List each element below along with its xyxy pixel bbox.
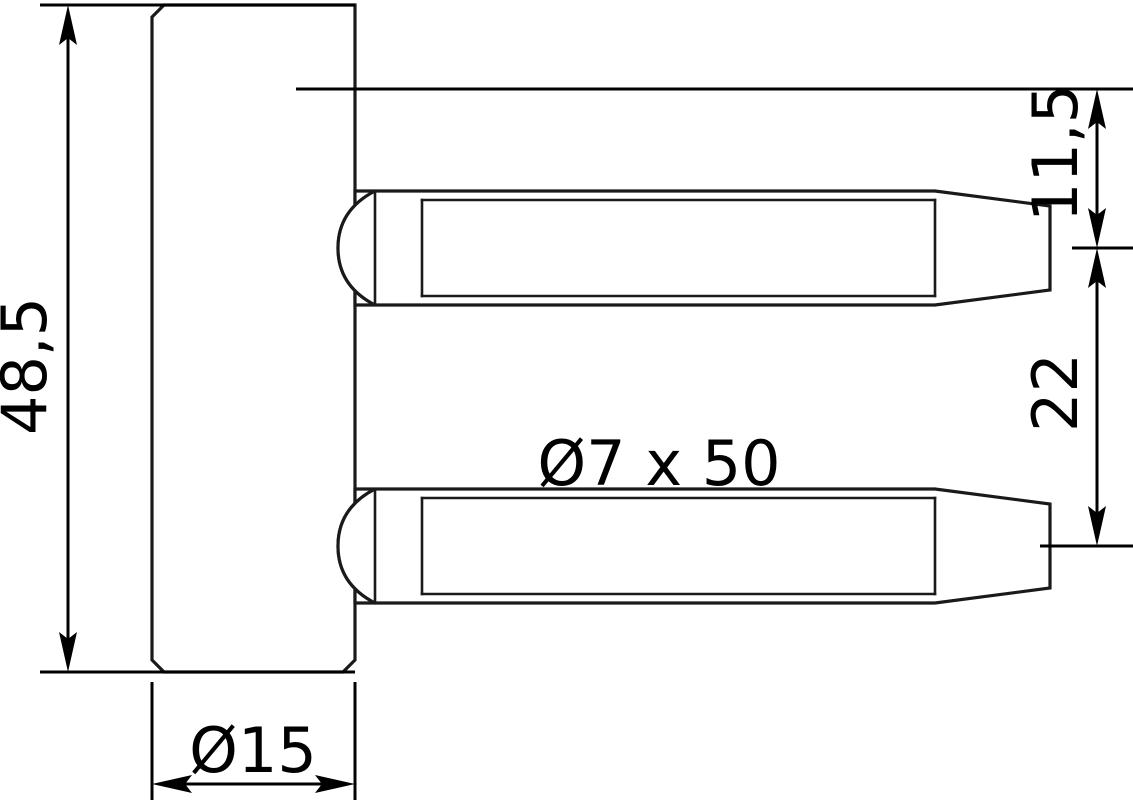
dimension-body-diameter: Ø15 — [150, 682, 357, 800]
dim-label-pin-spec: Ø7 x 50 — [537, 427, 780, 500]
dim-label-22: 22 — [1019, 353, 1092, 432]
dimension-pin-spacing: 22 — [1019, 248, 1133, 548]
dim-label-11-5: 11,5 — [1019, 84, 1092, 222]
arrow-up-22 — [1088, 248, 1106, 288]
part-geometry — [150, 3, 1052, 674]
arrow-up-11-5 — [1088, 89, 1106, 129]
hinge-body-outline — [150, 3, 357, 674]
upper-pin-group — [336, 189, 1052, 307]
upper-pin-shank — [336, 189, 1052, 307]
lower-pin-group — [336, 487, 1052, 605]
arrow-down-48-5 — [59, 632, 77, 672]
lower-pin-shank — [336, 487, 1052, 605]
arrow-left-d15 — [152, 775, 192, 793]
arrow-down-11-5 — [1088, 208, 1106, 248]
arrow-up-48-5 — [59, 5, 77, 45]
dimension-top-offset: 11,5 — [296, 84, 1133, 250]
dimension-overall-height: 48,5 — [0, 3, 355, 674]
arrow-right-d15 — [315, 775, 355, 793]
dim-label-d15: Ø15 — [189, 714, 317, 787]
dim-label-48-5: 48,5 — [0, 297, 61, 435]
dimension-pin-spec: Ø7 x 50 — [537, 427, 780, 500]
arrow-down-22 — [1088, 506, 1106, 546]
